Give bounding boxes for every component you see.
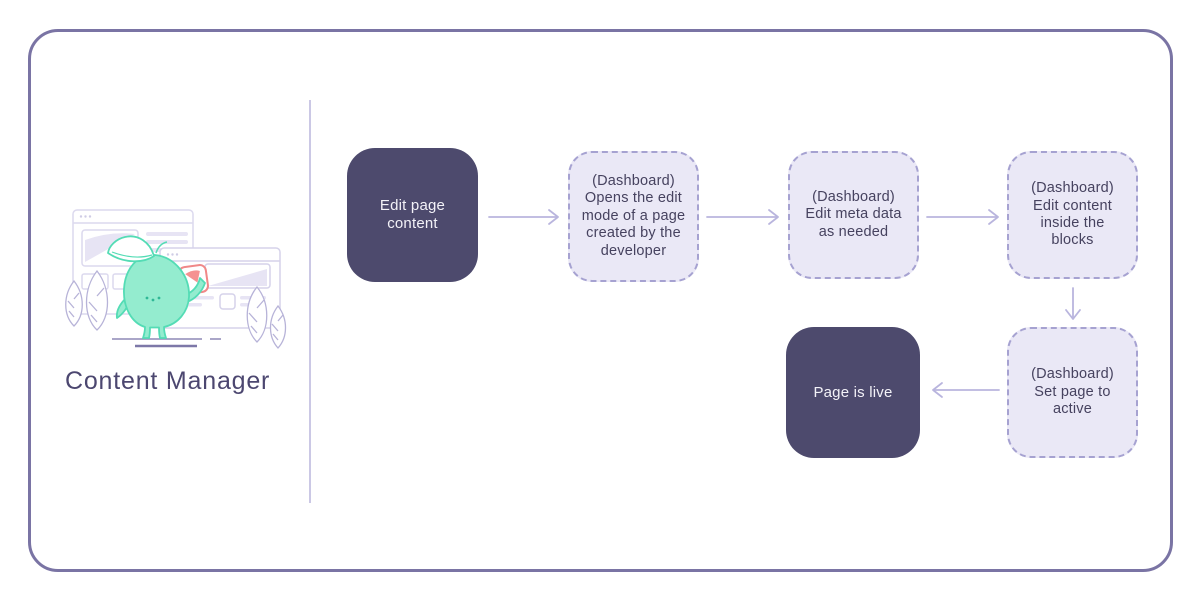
node-edit-meta-data: (Dashboard) Edit meta data as needed: [788, 151, 919, 279]
content-manager-illustration: [65, 209, 287, 349]
panel-title: Content Manager: [65, 367, 271, 395]
ground-line: [112, 338, 221, 348]
mascot-icon: [107, 235, 206, 339]
node-opens-edit-mode: (Dashboard) Opens the edit mode of a pag…: [568, 151, 699, 282]
node-edit-content-blocks: (Dashboard) Edit content inside the bloc…: [1007, 151, 1138, 279]
node-set-page-active: (Dashboard) Set page to active: [1007, 327, 1138, 458]
vertical-divider: [309, 100, 311, 503]
plant-icon: [246, 285, 287, 349]
plant-icon: [65, 269, 109, 331]
node-page-is-live: Page is live: [786, 327, 920, 458]
node-edit-page-content: Edit page content: [347, 148, 478, 282]
